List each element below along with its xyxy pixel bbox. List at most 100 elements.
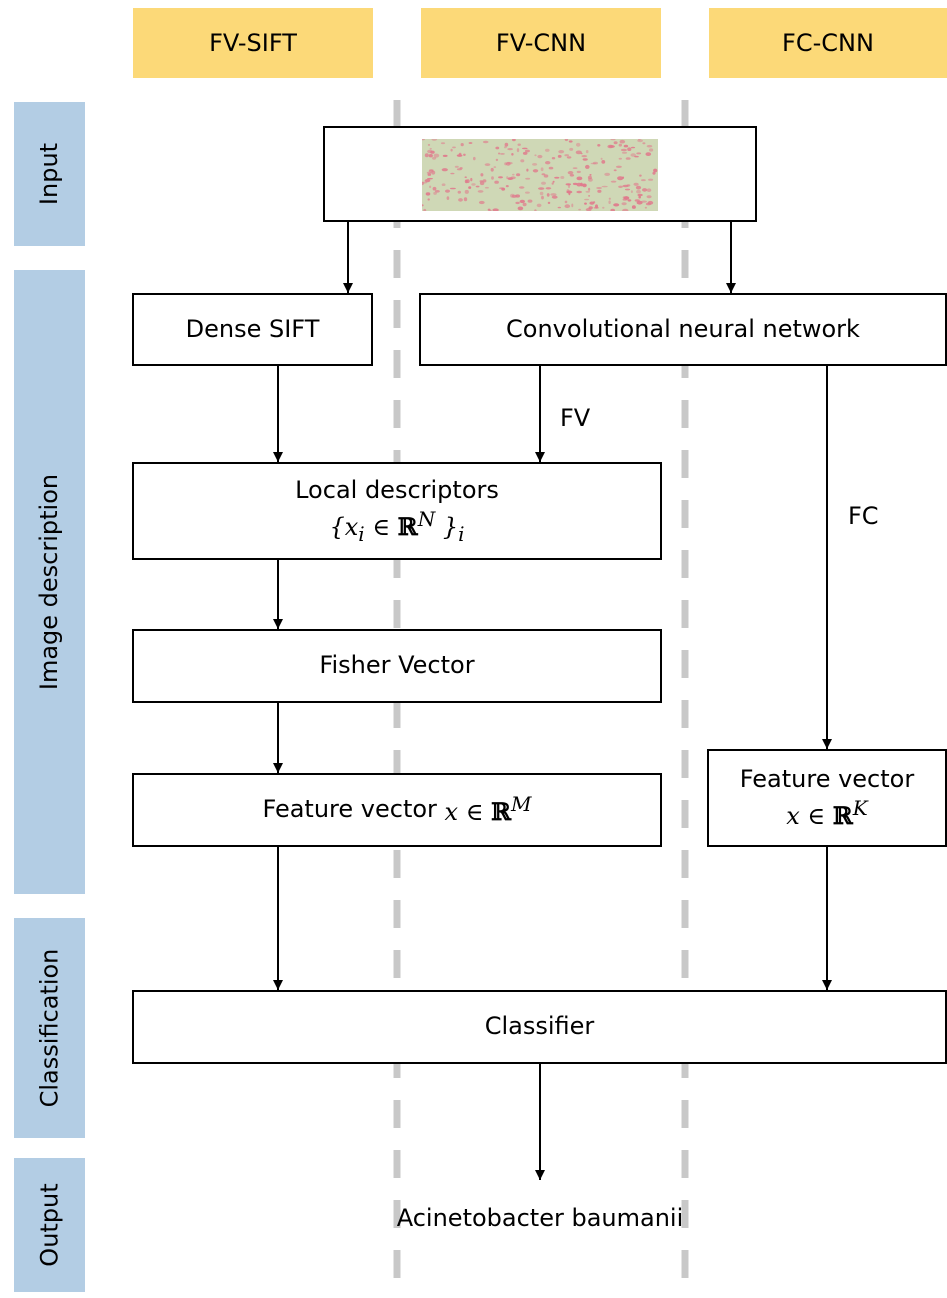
thumbnail-speck (492, 208, 499, 211)
thumbnail-speck (584, 202, 587, 205)
feature-vector-k-label: Feature vector (739, 764, 915, 793)
edge-label-fc: FC (848, 502, 879, 530)
thumbnail-speck (427, 177, 433, 180)
thumbnail-speck (429, 169, 434, 171)
thumbnail-speck (422, 204, 424, 207)
thumbnail-speck (490, 167, 494, 172)
thumbnail-speck (622, 198, 628, 201)
thumbnail-speck (541, 181, 546, 185)
thumbnail-speck (585, 190, 591, 193)
thumbnail-speck (427, 144, 431, 146)
thumbnail-speck (424, 179, 431, 183)
thumbnail-speck (597, 189, 602, 193)
thumbnail-speck (620, 148, 627, 152)
thumbnail-speck (541, 173, 546, 176)
thumbnail-speck (507, 177, 514, 180)
thumbnail-speck (532, 163, 538, 166)
thumbnail-speck (637, 139, 643, 143)
thumbnail-speck (482, 140, 489, 144)
input-thumbnail-spots (422, 139, 658, 211)
thumbnail-speck (468, 186, 472, 189)
thumbnail-speck (621, 202, 627, 206)
thumbnail-speck (527, 199, 533, 203)
thumbnail-speck (515, 201, 520, 205)
thumbnail-speck (576, 182, 582, 187)
thumbnail-speck (430, 150, 435, 154)
thumbnail-speck (613, 203, 620, 207)
thumbnail-speck (578, 208, 581, 211)
thumbnail-speck (569, 147, 574, 151)
thumbnail-speck (585, 164, 590, 169)
thumbnail-speck (608, 145, 615, 148)
thumbnail-speck (480, 173, 484, 177)
thumbnail-speck (450, 172, 455, 175)
thumbnail-speck (452, 146, 456, 149)
thumbnail-speck (464, 189, 469, 194)
thumbnail-speck (550, 193, 557, 196)
thumbnail-speck (534, 154, 537, 157)
thumbnail-speck (441, 168, 448, 172)
local-descriptors-box: Local descriptors {xi ∈ ℝN }i (132, 462, 662, 560)
thumbnail-speck (504, 162, 507, 166)
thumbnail-speck (567, 184, 571, 189)
thumbnail-speck (449, 187, 456, 190)
thumbnail-speck (428, 154, 433, 158)
feature-vector-k-formula: x ∈ ℝK (786, 796, 868, 830)
thumbnail-speck (649, 148, 654, 152)
thumbnail-speck (484, 186, 489, 189)
thumbnail-speck (539, 191, 544, 196)
thumbnail-speck (588, 195, 591, 197)
thumbnail-speck (600, 157, 603, 160)
thumbnail-speck (479, 181, 485, 186)
thumbnail-speck (445, 189, 450, 193)
thumbnail-speck (557, 206, 561, 209)
thumbnail-speck (639, 174, 642, 177)
thumbnail-speck (495, 146, 500, 150)
thumbnail-speck (636, 152, 642, 155)
thumbnail-speck (435, 190, 440, 193)
thumbnail-speck (580, 182, 583, 187)
thumbnail-speck (511, 153, 514, 156)
thumbnail-speck (537, 154, 543, 159)
thumbnail-speck (504, 146, 507, 149)
thumbnail-speck (507, 148, 513, 151)
thumbnail-speck (484, 163, 491, 166)
thumbnail-speck (511, 194, 517, 198)
thumbnail-speck (617, 176, 624, 181)
thumbnail-speck (427, 198, 430, 201)
thumbnail-speck (423, 208, 427, 211)
cnn-box: Convolutional neural network (419, 293, 947, 366)
thumbnail-speck (525, 191, 530, 194)
dense-sift-label: Dense SIFT (185, 314, 320, 343)
thumbnail-speck (546, 193, 550, 197)
thumbnail-speck (505, 161, 511, 166)
thumbnail-speck (466, 179, 470, 184)
thumbnail-speck (637, 193, 643, 197)
thumbnail-speck (498, 176, 503, 179)
thumbnail-speck (441, 183, 446, 186)
thumbnail-speck (433, 153, 440, 158)
feature-vector-m-formula: x ∈ ℝM (436, 792, 532, 827)
thumbnail-speck (590, 162, 597, 165)
local-descriptors-label: Local descriptors (295, 476, 499, 504)
thumbnail-speck (627, 147, 632, 151)
thumbnail-speck (456, 154, 463, 157)
thumbnail-speck (519, 199, 525, 204)
thumbnail-speck (429, 147, 432, 150)
thumbnail-speck (618, 185, 623, 188)
thumbnail-speck (566, 156, 572, 159)
thumbnail-speck (460, 143, 464, 147)
thumbnail-speck (551, 157, 556, 160)
thumbnail-speck (635, 185, 642, 190)
thumbnail-speck (613, 141, 618, 145)
thumbnail-speck (422, 139, 425, 141)
thumbnail-speck (498, 152, 501, 155)
thumbnail-speck (471, 183, 476, 186)
thumbnail-speck (566, 189, 570, 193)
thumbnail-speck (576, 190, 582, 194)
thumbnail-speck (505, 185, 509, 188)
thumbnail-speck (581, 155, 588, 158)
thumbnail-speck (548, 166, 554, 170)
